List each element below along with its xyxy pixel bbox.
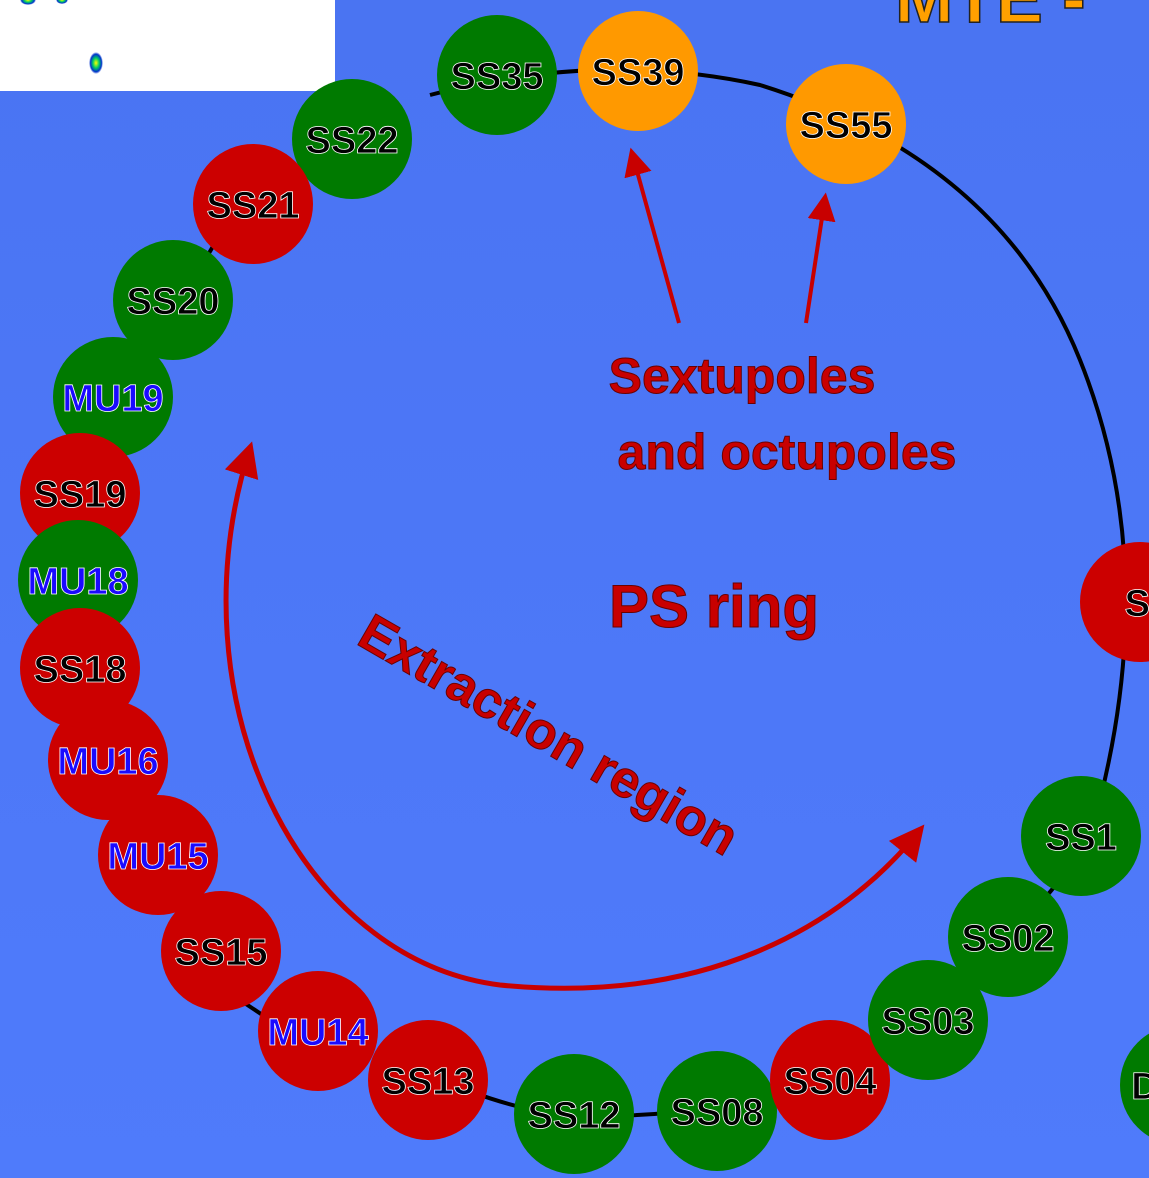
ring-element-ss02	[948, 877, 1068, 997]
beam-spot-lower	[89, 52, 103, 74]
ring-element-ss18	[20, 608, 140, 728]
beam-spot-upper-right	[56, 0, 68, 4]
beam-spot-upper-left	[20, 0, 36, 5]
sextupole-label-line2: and octupoles	[618, 424, 957, 480]
ring-element-label-ss20: SS20	[127, 281, 220, 323]
ring-element-label-ss13: SS13	[382, 1061, 475, 1103]
beam-profile-inset	[0, 0, 335, 91]
ring-element-label-ss39: SS39	[592, 52, 685, 94]
ring-element-d	[1120, 1033, 1149, 1137]
sextupole-arrow-left	[624, 147, 681, 324]
ring-element-label-ss12: SS12	[528, 1095, 621, 1137]
ring-element-ss19	[20, 433, 140, 553]
inset-beam-spots	[20, 0, 103, 74]
ring-element-ss39	[578, 11, 698, 131]
ring-element-mu18	[18, 520, 138, 640]
sextupole-label-line1: Sextupoles	[609, 348, 876, 404]
extraction-region-arrow	[223, 441, 925, 991]
ring-element-mu16	[48, 700, 168, 820]
sextupole-arrow-right	[804, 192, 836, 324]
ring-element-mu19	[53, 337, 173, 457]
ring-element-label-ss35: SS35	[451, 56, 544, 98]
ring-element-ss22	[292, 79, 412, 199]
ring-element-ss03	[868, 960, 988, 1080]
ring-element-ss04	[770, 1020, 890, 1140]
ring-element-label-ss21: SS21	[207, 185, 300, 227]
ring-element-ss21	[193, 144, 313, 264]
ring-element-label-ss22: SS22	[306, 120, 399, 162]
ring-element-label-ss04: SS04	[784, 1061, 877, 1103]
ring-element-label-d: D	[1131, 1066, 1149, 1108]
ring-element-label-mu16: MU16	[57, 741, 158, 783]
ring-element-ss15	[161, 891, 281, 1011]
ring-element-label-ss18: SS18	[34, 649, 127, 691]
ring-element-label-mu15: MU15	[107, 836, 208, 878]
ring-element-ss08	[657, 1051, 777, 1171]
ring-element-label-mu18: MU18	[27, 561, 128, 603]
ring-element-ss1	[1021, 776, 1141, 896]
ring-element-ss35	[437, 15, 557, 135]
title-fragment: MTE -	[895, 0, 1086, 37]
ring-element-ss20	[113, 240, 233, 360]
ring-element-label-ss55: SS55	[800, 105, 893, 147]
ring-element-label-mu14: MU14	[267, 1012, 368, 1054]
ring-element-mu15	[98, 795, 218, 915]
ring-element-label-ss03: SS03	[882, 1001, 975, 1043]
ps-ring-label: PS ring	[609, 573, 819, 640]
ring-element-label-ss19: SS19	[34, 474, 127, 516]
ring-element-ss55	[786, 64, 906, 184]
ring-element-ss12	[514, 1054, 634, 1174]
ring-element-label-ss: SS	[1125, 583, 1149, 625]
extraction-region-label: Extraction region	[349, 603, 748, 867]
ring-element-label-ss15: SS15	[175, 932, 268, 974]
ring-element-ss	[1080, 542, 1149, 662]
ring-element-ss13	[368, 1020, 488, 1140]
ring-element-label-ss08: SS08	[671, 1092, 764, 1134]
ring-element-label-ss02: SS02	[962, 918, 1055, 960]
ring-element-label-mu19: MU19	[62, 378, 163, 420]
ring-element-label-ss1: SS1	[1045, 817, 1117, 859]
ring-element-mu14	[258, 971, 378, 1091]
